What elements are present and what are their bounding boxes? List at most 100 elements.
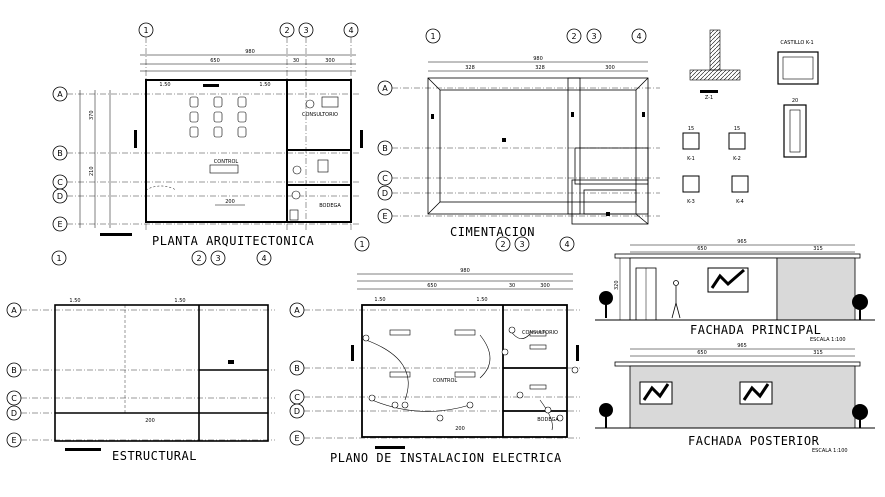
consultorio-furniture	[289, 96, 339, 221]
fp-dim-left: 650	[697, 246, 707, 252]
elec-row-b: B	[294, 364, 300, 373]
title-electrica: PLANO DE INSTALACION ELECTRICA	[330, 451, 562, 465]
fachada-posterior: 965 650 315 FACHADA POSTERIOR ESCALA 1:1…	[595, 343, 875, 454]
elec-dim-span-3-4: 300	[540, 283, 550, 289]
cimentacion: 1 2 3 4 980 328 328 300 A B C D E	[377, 28, 660, 239]
axis-bubbles-top-cim	[425, 28, 647, 44]
elec-room-bodega: BODEGA	[537, 417, 559, 423]
fp-wall-right	[776, 257, 856, 321]
fpo-window-right-reflection	[742, 383, 770, 401]
axis-row-d: D	[57, 192, 63, 201]
detail-size-15a: 15	[688, 126, 694, 132]
dim-span-2-3: 30	[293, 58, 299, 64]
elec-room-consultorio: CONSULTORIO	[522, 330, 558, 336]
elec-dim-total: 980	[460, 268, 470, 274]
fpo-scale: ESCALA 1:100	[812, 448, 848, 454]
fp-dim-right: 315	[813, 246, 823, 252]
est-dim-left: 1.50	[69, 298, 80, 304]
detail-castillo-title: CASTILLO K-1	[780, 40, 813, 46]
window-mark-left	[134, 130, 137, 148]
cim-dim-total: 980	[533, 56, 543, 62]
fpo-roof-slab	[614, 361, 861, 367]
room-consultorio: CONSULTORIO	[302, 112, 338, 118]
detail-castillo-section	[777, 51, 819, 85]
footings-cim	[427, 77, 649, 225]
dim-window-right: 1.50	[259, 82, 270, 88]
axis-row-b: B	[57, 149, 63, 158]
axis-bubbles-left-planta	[52, 86, 68, 232]
axis-label-4: 4	[348, 26, 353, 35]
axis-lines-planta	[145, 37, 352, 230]
detail-cadena-section	[783, 104, 807, 158]
title-fachada-principal: FACHADA PRINCIPAL	[690, 323, 821, 337]
elec-row-a: A	[294, 306, 300, 315]
dim-row-bc: 210	[89, 166, 95, 176]
columns-cim	[431, 112, 645, 216]
fp-window-reflection	[710, 268, 745, 289]
dim-span-1-2: 650	[210, 58, 220, 64]
fp-window	[707, 267, 749, 293]
door-swing	[145, 185, 177, 191]
scale-bar-planta	[100, 233, 132, 236]
cim-row-b: B	[382, 144, 388, 153]
elec-row-d: D	[294, 407, 300, 416]
est-axis-2: 2	[196, 254, 201, 263]
scale-bar-est	[65, 448, 101, 451]
cim-row-d: D	[382, 189, 388, 198]
fpo-trees	[599, 403, 868, 428]
cim-dim-a: 328	[465, 65, 475, 71]
detail-k-sections	[682, 132, 749, 193]
elec-room-control: CONTROL	[433, 378, 458, 384]
axis-label-1: 1	[143, 26, 148, 35]
elec-axis-2: 2	[500, 240, 505, 249]
detail-zapata-label-bar	[700, 90, 718, 93]
est-row-a: A	[11, 306, 17, 315]
walls-planta	[145, 79, 352, 223]
fp-dim-height: 320	[614, 280, 620, 290]
elec-dim-right: 1.50	[476, 297, 487, 303]
est-row-e: E	[11, 436, 16, 445]
cim-dim-c: 300	[605, 65, 615, 71]
elec-dim-span-2-3: 30	[509, 283, 515, 289]
dim-span-3-4: 300	[325, 58, 335, 64]
title-cimentacion: CIMENTACION	[450, 225, 535, 239]
title-planta: PLANTA ARQUITECTONICA	[152, 234, 314, 248]
row-dim-lines-planta	[79, 90, 111, 228]
elec-axis-4: 4	[564, 240, 569, 249]
control-desk	[209, 164, 239, 174]
detail-size-20: 20	[792, 98, 798, 104]
title-fachada-posterior: FACHADA POSTERIOR	[688, 434, 820, 448]
construction-details: Z-1 CASTILLO K-1 K-1 K-2 K-3 K-4 15 15 2…	[682, 29, 819, 205]
detail-k2: K-2	[733, 156, 741, 162]
row-lines-cim	[392, 87, 660, 217]
fp-scale: ESCALA 1:100	[810, 337, 846, 343]
axis-row-c: C	[57, 178, 63, 187]
elec-scale-bar	[375, 446, 405, 449]
fp-roof-slab	[614, 253, 861, 259]
est-row-c: C	[11, 394, 17, 403]
room-control: CONTROL	[214, 159, 239, 165]
cim-axis-2: 2	[571, 32, 576, 41]
fpo-dim-total: 965	[737, 343, 747, 349]
axis-bubbles-left-cim	[377, 80, 393, 224]
elec-axis-1: 1	[359, 240, 364, 249]
detail-k1: K-1	[687, 156, 695, 162]
dimension-lines-planta	[140, 54, 356, 72]
detail-cadena-inner	[789, 109, 801, 153]
est-column-mark	[228, 360, 234, 364]
cim-axis-1: 1	[430, 32, 435, 41]
dim-row-ab: 370	[89, 110, 95, 120]
planta-arquitectonica: 1 2 3 4 980 650 30 300 1.50 1.50 A B C D…	[52, 22, 363, 248]
title-estructural: ESTRUCTURAL	[112, 449, 197, 463]
cim-row-a: A	[382, 84, 388, 93]
fp-dim-total: 965	[737, 239, 747, 245]
est-row-d: D	[11, 409, 17, 418]
dim-door-bottom: 200	[225, 199, 235, 205]
detail-size-15b: 15	[734, 126, 740, 132]
cim-dim-b: 328	[535, 65, 545, 71]
axis-row-e: E	[57, 220, 62, 229]
fp-person	[671, 280, 681, 319]
cim-row-c: C	[382, 174, 388, 183]
elec-window-left	[351, 345, 354, 361]
axis-label-2: 2	[284, 26, 289, 35]
